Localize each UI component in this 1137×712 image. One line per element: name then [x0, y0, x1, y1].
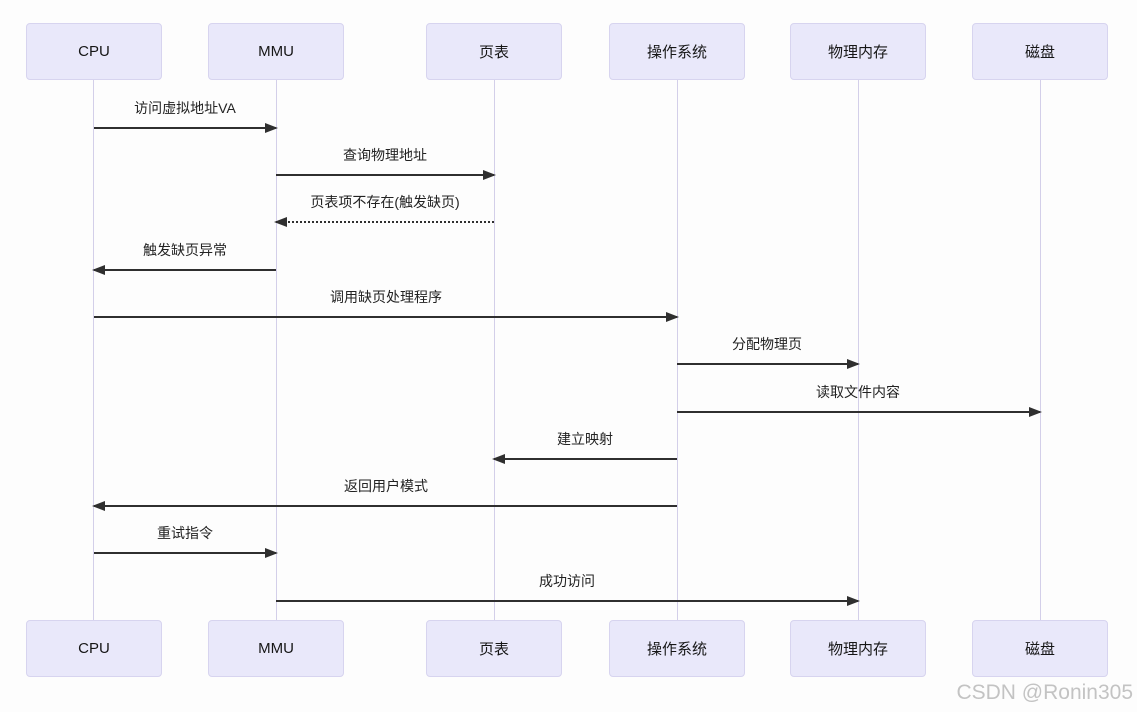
lifeline-cpu — [93, 80, 94, 620]
actor-memory-top: 物理内存 — [790, 23, 926, 80]
message-label: 查询物理地址 — [343, 147, 427, 163]
message-label: 访问虚拟地址VA — [134, 100, 236, 116]
message-arrow — [492, 454, 677, 464]
actor-os-bottom: 操作系统 — [609, 620, 745, 677]
actor-mmu-top: MMU — [208, 23, 344, 80]
actor-disk-bottom: 磁盘 — [972, 620, 1108, 677]
actor-page-table-top: 页表 — [426, 23, 562, 80]
message-label: 分配物理页 — [732, 336, 802, 352]
watermark: CSDN @Ronin305 — [956, 681, 1133, 704]
message-label: 读取文件内容 — [816, 384, 900, 400]
message-arrow — [94, 548, 278, 558]
message-label: 页表项不存在(触发缺页) — [310, 194, 460, 210]
message-arrow-dashed — [274, 217, 494, 227]
message-arrow — [276, 596, 860, 606]
lifeline-disk — [1040, 80, 1041, 620]
message-arrow — [677, 407, 1042, 417]
actor-disk-top: 磁盘 — [972, 23, 1108, 80]
actor-os-top: 操作系统 — [609, 23, 745, 80]
actor-page-table-bottom: 页表 — [426, 620, 562, 677]
message-arrow — [94, 312, 679, 322]
message-label: 重试指令 — [157, 525, 213, 541]
message-label: 成功访问 — [539, 573, 595, 589]
actor-cpu-bottom: CPU — [26, 620, 162, 677]
message-label: 建立映射 — [557, 431, 613, 447]
message-arrow — [92, 265, 276, 275]
lifeline-page-table — [494, 80, 495, 620]
actor-cpu-top: CPU — [26, 23, 162, 80]
message-arrow — [677, 359, 860, 369]
message-arrow — [276, 170, 496, 180]
message-arrow — [94, 123, 278, 133]
actor-mmu-bottom: MMU — [208, 620, 344, 677]
message-label: 返回用户模式 — [344, 478, 428, 494]
message-arrow — [92, 501, 677, 511]
message-label: 触发缺页异常 — [143, 242, 227, 258]
lifeline-os — [677, 80, 678, 620]
lifeline-mmu — [276, 80, 277, 620]
lifeline-memory — [858, 80, 859, 620]
actor-memory-bottom: 物理内存 — [790, 620, 926, 677]
message-label: 调用缺页处理程序 — [330, 289, 442, 305]
